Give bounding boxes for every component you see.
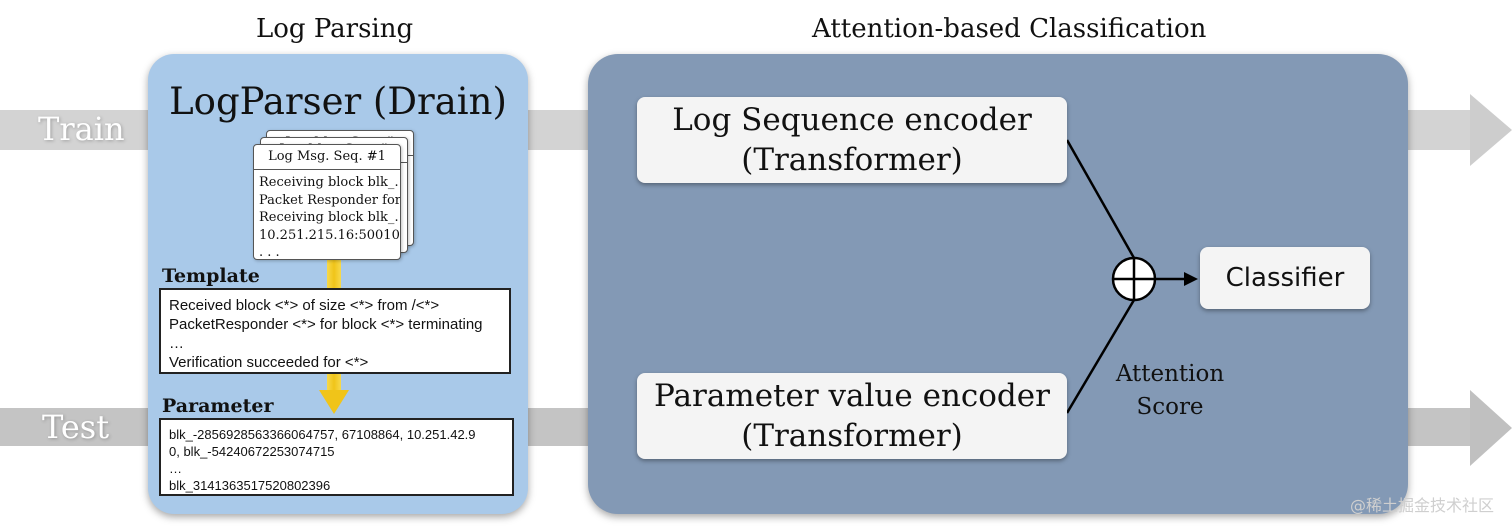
bottom-encoder-connector: [1065, 299, 1136, 414]
classifier-box: Classifier: [1200, 247, 1370, 309]
classification-header: Attention-based Classification: [812, 14, 1207, 44]
top-encoder-connector: [1065, 139, 1136, 259]
log-parsing-header: Log Parsing: [256, 14, 414, 44]
log-doc-card-front: Log Msg. Seq. #1 Receiving block blk_… P…: [253, 144, 401, 260]
doc-header: Log Msg. Seq. #1: [254, 145, 400, 170]
train-label: Train: [38, 110, 125, 148]
parameter-line: 0, blk_-54240672253074715: [169, 444, 335, 459]
template-label: Template: [162, 265, 260, 287]
test-arrow-shaft-mid: [520, 408, 600, 446]
watermark: @稀土掘金技术社区: [1349, 496, 1494, 515]
attention-label-line: Attention: [1115, 361, 1225, 387]
template-line: …: [169, 335, 184, 352]
template-line: Verification succeeded for <*>: [169, 354, 369, 371]
to-classifier-arrowhead: [1184, 272, 1198, 286]
test-arrow-shaft-right: [1400, 408, 1475, 446]
test-label: Test: [42, 408, 110, 446]
template-line: PacketResponder <*> for block <*> termin…: [169, 316, 483, 333]
parameter-value-encoder-subtitle: (Transformer): [741, 418, 963, 454]
parameter-line: blk_3141363517520802396: [169, 478, 331, 493]
log-sequence-encoder-box: Log Sequence encoder (Transformer): [637, 97, 1067, 183]
train-arrowhead: [1470, 94, 1512, 166]
parameter-line: …: [169, 461, 182, 476]
parameter-label: Parameter: [162, 395, 274, 417]
test-arrow-shaft-left: [0, 408, 160, 446]
template-box: Received block <*> of size <*> from /<*>…: [159, 288, 511, 374]
train-arrow-shaft-mid: [520, 110, 600, 150]
parameter-value-encoder-title: Parameter value encoder: [654, 378, 1050, 414]
parameter-line: blk_-2856928563366064757, 67108864, 10.2…: [169, 427, 476, 442]
log-sequence-encoder-subtitle: (Transformer): [741, 142, 963, 178]
log-sequence-encoder-title: Log Sequence encoder: [672, 102, 1032, 138]
score-label-line: Score: [1136, 394, 1204, 420]
train-arrow-shaft-right: [1400, 110, 1475, 150]
doc-line: Receiving block blk_…: [259, 210, 400, 225]
train-arrow-shaft-left: [0, 110, 160, 150]
attention-score-label: Attention Score: [1100, 358, 1240, 424]
test-arrowhead: [1470, 390, 1512, 466]
doc-line: . . .: [259, 245, 280, 260]
doc-line: Receiving block blk_…: [259, 175, 400, 190]
doc-line: 10.251.215.16:50010 …: [259, 227, 400, 243]
logparser-title: LogParser (Drain): [169, 80, 507, 123]
template-line: Received block <*> of size <*> from /<*>: [169, 297, 440, 314]
parameter-value-encoder-box: Parameter value encoder (Transformer): [637, 373, 1067, 459]
plus-circle-icon: [1111, 256, 1157, 302]
doc-line: Packet Responder for…: [259, 192, 400, 208]
parameter-box: blk_-2856928563366064757, 67108864, 10.2…: [159, 418, 514, 496]
